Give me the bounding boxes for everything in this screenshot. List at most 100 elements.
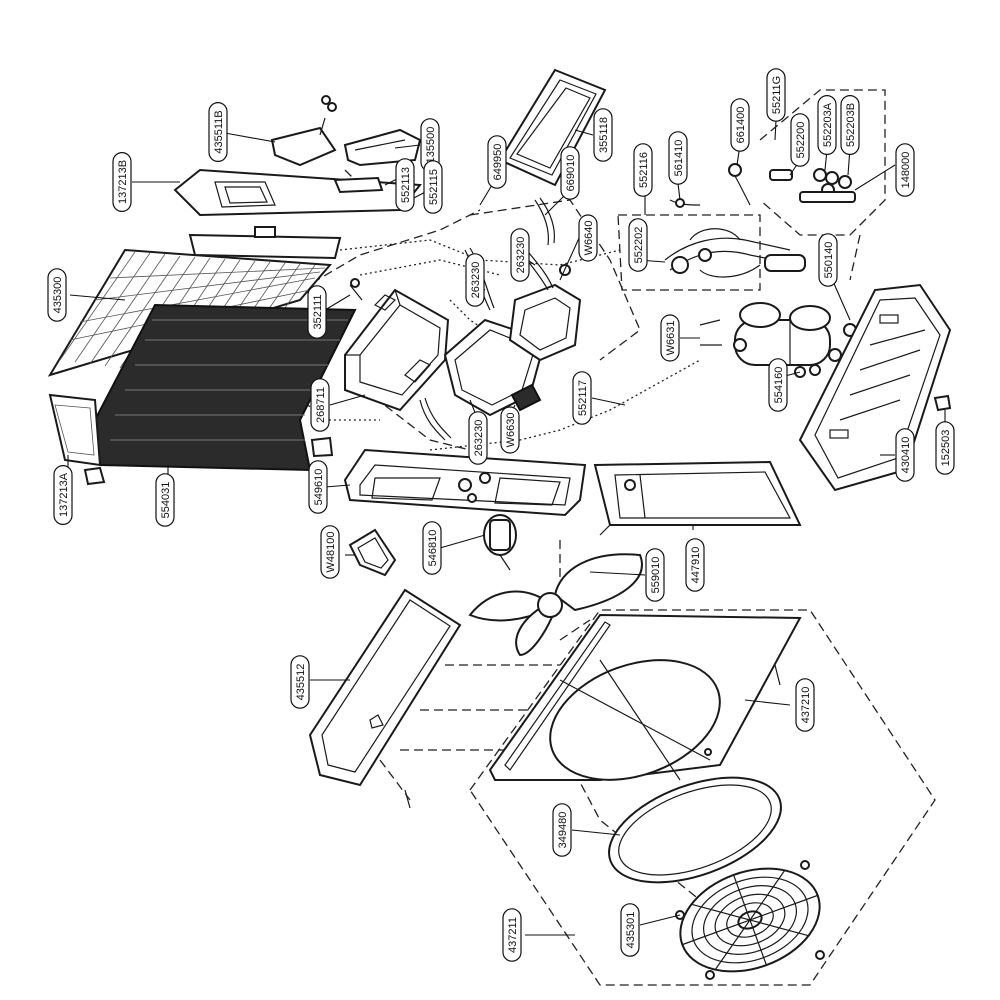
label-bubble <box>766 68 786 122</box>
part-number-text: 661400 <box>735 107 747 144</box>
label-bubble <box>468 411 488 465</box>
part-number-text: 559010 <box>650 557 662 594</box>
part-label-w6640: W6640 <box>578 214 598 262</box>
part-number-text: W6631 <box>665 321 677 356</box>
label-bubble <box>560 146 580 200</box>
part-label-w6631: W6631 <box>660 314 680 362</box>
part-number-text: 437210 <box>800 687 812 724</box>
part-label-349480: 349480 <box>552 803 572 857</box>
part-number-text: 435301 <box>625 912 637 949</box>
motor-mount <box>343 448 587 517</box>
label-bubble <box>487 135 507 189</box>
part-label-552115: 552115 <box>423 160 443 214</box>
label-bubble <box>320 525 340 579</box>
part-label-137213b: 137213B <box>112 152 132 212</box>
label-bubble <box>593 108 613 162</box>
label-bubble <box>422 521 442 575</box>
part-label-552116: 552116 <box>633 143 653 197</box>
part-label-559010: 559010 <box>645 548 665 602</box>
part-label-137213a: 137213A <box>53 465 73 525</box>
bracket-w48100 <box>348 528 397 577</box>
label-bubble <box>155 473 175 527</box>
part-number-text: W48100 <box>325 532 337 573</box>
label-bubble <box>395 158 415 212</box>
label-bubble <box>633 143 653 197</box>
part-label-435512: 435512 <box>290 655 310 709</box>
part-number-text: 546810 <box>427 530 439 567</box>
label-bubble <box>465 253 485 307</box>
part-label-355118: 355118 <box>593 108 613 162</box>
part-number-text: 355118 <box>598 117 610 153</box>
part-number-text: 550140 <box>823 242 835 279</box>
label-bubble <box>645 548 665 602</box>
label-bubble <box>730 98 750 152</box>
part-number-text: 435511B <box>213 110 225 153</box>
part-label-w6630: W6630 <box>500 406 520 454</box>
small-cover <box>270 126 337 167</box>
top-cover-plate <box>173 168 422 217</box>
label-bubble <box>790 113 810 167</box>
label-bubble <box>628 218 648 272</box>
part-number-text: 552115 <box>428 169 440 205</box>
label-bubble <box>47 268 67 322</box>
part-number-text: 554031 <box>160 482 172 519</box>
part-label-263230: 263230 <box>468 411 488 465</box>
label-bubble <box>552 803 572 857</box>
part-label-552200: 552200 <box>790 113 810 167</box>
label-bubble <box>423 160 443 214</box>
label-bubble <box>895 143 915 197</box>
label-bubble <box>500 406 520 454</box>
label-bubble <box>208 102 228 162</box>
top-panel-355118 <box>498 68 607 187</box>
label-bubble <box>668 131 688 185</box>
part-number-text: 552202 <box>633 227 645 264</box>
label-bubble <box>895 428 915 482</box>
part-number-text: 435300 <box>52 277 64 314</box>
part-label-552113: 552113 <box>395 158 415 212</box>
part-label-435300: 435300 <box>47 268 67 322</box>
part-label-561410: 561410 <box>668 131 688 185</box>
label-bubble <box>112 152 132 212</box>
part-number-text: 263230 <box>515 237 527 274</box>
label-bubble <box>818 233 838 287</box>
fan-grille <box>675 860 825 980</box>
control-box <box>344 278 450 412</box>
label-bubble <box>935 421 955 475</box>
label-bubble <box>310 378 330 432</box>
part-number-text: 552117 <box>577 380 589 416</box>
part-label-546810: 546810 <box>422 521 442 575</box>
part-label-552203b: 552203B <box>840 95 860 155</box>
part-number-text: 148000 <box>900 152 912 189</box>
part-label-661400: 661400 <box>730 98 750 152</box>
label-bubble <box>307 285 327 339</box>
label-bubble <box>795 678 815 732</box>
part-number-text: 554160 <box>773 367 785 404</box>
part-label-552202: 552202 <box>628 218 648 272</box>
label-bubble <box>502 908 522 962</box>
part-label-268711: 268711 <box>310 378 330 432</box>
label-bubble <box>578 214 598 262</box>
part-label-552117: 552117 <box>572 371 592 425</box>
part-number-text: 152503 <box>940 430 952 467</box>
part-label-152503: 152503 <box>935 421 955 475</box>
compressor <box>699 302 857 378</box>
part-label-263230: 263230 <box>465 253 485 307</box>
part-label-550140: 550140 <box>818 233 838 287</box>
part-number-text: W6630 <box>505 413 517 448</box>
label-bubble <box>572 371 592 425</box>
refrigerant-piping <box>664 163 806 278</box>
part-number-text: 137213A <box>58 472 70 517</box>
part-number-text: 561410 <box>673 140 685 177</box>
part-number-text: 552203B <box>845 103 857 147</box>
part-number-text: 268711 <box>315 387 327 423</box>
part-number-text: 137213B <box>117 160 129 204</box>
propeller-fan <box>468 553 643 657</box>
label-bubble <box>620 903 640 957</box>
part-label-55211g: 55211G <box>766 68 786 122</box>
label-bubble <box>53 465 73 525</box>
part-number-text: 55211G <box>771 76 783 114</box>
part-label-649950: 649950 <box>487 135 507 189</box>
valves-group <box>769 168 856 203</box>
label-bubble <box>768 358 788 412</box>
